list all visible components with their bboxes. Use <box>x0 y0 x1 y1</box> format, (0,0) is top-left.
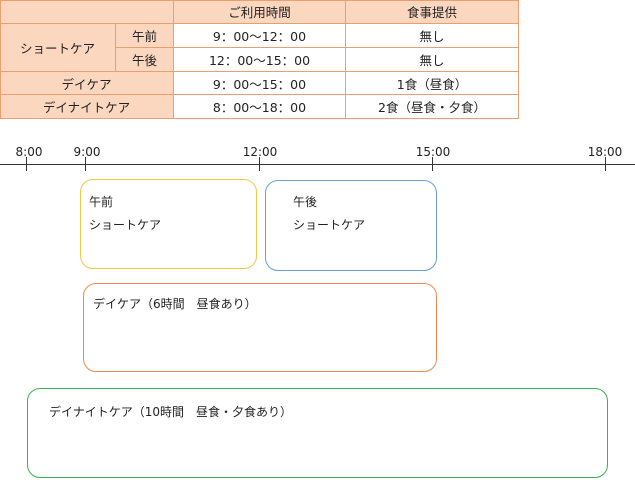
day-care-box: デイケア（6時間 昼食あり） <box>83 283 437 372</box>
short-care-am-label: ショートケア <box>89 218 162 232</box>
tick-15 <box>432 157 433 171</box>
table-header-meal: 食事提供 <box>346 0 519 24</box>
cell-short-pm-meal: 無し <box>346 48 519 72</box>
cell-day-night-meal: 2食（昼食・夕食） <box>346 95 519 119</box>
tick-8 <box>26 157 27 171</box>
timeline-axis-line <box>0 164 635 165</box>
cell-short-am-time: 9：00〜12：00 <box>174 24 346 48</box>
row-label-am: 午前 <box>116 24 174 48</box>
row-label-day-night-care: デイナイトケア <box>0 95 174 119</box>
tick-9 <box>85 157 86 171</box>
tick-12 <box>259 157 260 171</box>
tick-label-12: 12:00 <box>242 145 278 159</box>
table-header-corner <box>0 0 174 24</box>
tick-label-15: 15:00 <box>415 145 451 159</box>
cell-short-pm-time: 12：00〜15：00 <box>174 48 346 72</box>
tick-label-9: 9:00 <box>73 145 101 159</box>
cell-day-night-time: 8：00〜18：00 <box>174 95 346 119</box>
short-care-am-box: 午前 ショートケア <box>80 179 257 269</box>
table-header-time: ご利用時間 <box>174 0 346 24</box>
row-label-day-care: デイケア <box>0 72 174 95</box>
day-night-care-box: デイナイトケア（10時間 昼食・夕食あり） <box>27 388 608 478</box>
short-care-pm-period: 午後 <box>293 195 318 209</box>
short-care-pm-box: 午後 ショートケア <box>265 180 437 271</box>
row-label-short-care: ショートケア <box>0 24 116 72</box>
short-care-am-period: 午前 <box>89 195 114 209</box>
tick-label-8: 8:00 <box>15 145 43 159</box>
day-care-label: デイケア（6時間 昼食あり） <box>93 297 257 311</box>
row-label-pm: 午後 <box>116 48 174 72</box>
cell-short-am-meal: 無し <box>346 24 519 48</box>
tick-label-18: 18:00 <box>587 145 623 159</box>
tick-18 <box>605 157 606 171</box>
day-night-care-label: デイナイトケア（10時間 昼食・夕食あり） <box>49 405 293 419</box>
cell-day-care-time: 9：00〜15：00 <box>174 72 346 95</box>
service-hours-table: ご利用時間 食事提供 ショートケア 午前 9：00〜12：00 無し 午後 12… <box>0 0 519 119</box>
short-care-pm-label: ショートケア <box>293 218 366 232</box>
cell-day-care-meal: 1食（昼食） <box>346 72 519 95</box>
